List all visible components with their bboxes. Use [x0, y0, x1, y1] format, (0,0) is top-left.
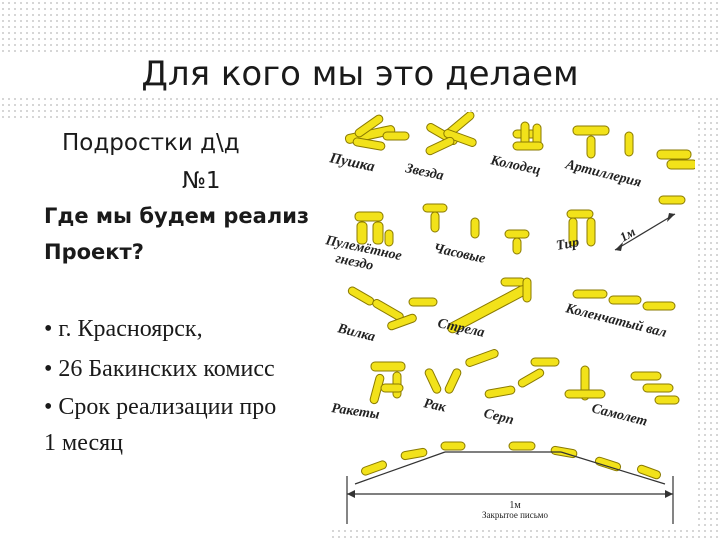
label-one-m: 1м [617, 224, 638, 245]
one-m-measure [614, 195, 686, 251]
zakrytoe-shape [346, 441, 674, 524]
label-tir: Тир [555, 235, 580, 254]
label-chasovye: Часовые [432, 241, 487, 267]
label-pushka: Пушка [327, 150, 376, 175]
label-samolet: Самолет [590, 401, 649, 429]
kolodec-shape [512, 121, 544, 151]
pulemet-shape [354, 211, 394, 247]
label-kolodec: Колодец [488, 153, 542, 178]
label-serp: Серп [482, 406, 515, 428]
question-line-2: Проект? [44, 240, 144, 264]
label-zakrytoe: Закрытое письмо [482, 510, 549, 520]
label-artilleriya: Артиллерия [563, 157, 643, 191]
slide-title: Для кого мы это делаем [0, 52, 720, 96]
zvezda-shape [425, 112, 477, 156]
audience-number-line: №1 [182, 168, 221, 194]
kolenchatyi-shape [572, 289, 676, 311]
question-line: Где мы будем реализ [44, 204, 310, 228]
label-bottom-one-m: 1м [509, 500, 521, 511]
text-column: Подростки д\д №1 Где мы будем реализ Про… [0, 120, 330, 540]
strela-shape [447, 277, 532, 334]
formations-diagram: .stick { stroke: #8a7a00; stroke-width: … [325, 112, 695, 524]
tir-shape [566, 209, 596, 247]
pushka-shape [344, 114, 410, 151]
formation-figure: .stick { stroke: #8a7a00; stroke-width: … [325, 112, 695, 530]
label-rakety: Ракеты [330, 401, 380, 423]
bullet-street: • 26 Бакинских комисс [44, 356, 275, 382]
chasovye-shape [422, 203, 530, 255]
label-vilka: Вилка [335, 321, 377, 345]
serp-shape [484, 357, 560, 399]
artilleriya-shape [572, 125, 695, 170]
label-rak: Рак [422, 396, 448, 415]
bullet-duration: • Срок реализации про [44, 394, 277, 420]
audience-line: Подростки д\д [62, 130, 240, 156]
rak-shape [424, 349, 499, 394]
bullet-duration-value: 1 месяц [44, 430, 123, 456]
vilka-shape [347, 286, 438, 331]
rakety-shape [369, 361, 406, 405]
bullet-city: • г. Красноярск, [44, 316, 203, 342]
samolet-shape [564, 365, 680, 405]
label-zvezda: Звезда [403, 161, 445, 184]
